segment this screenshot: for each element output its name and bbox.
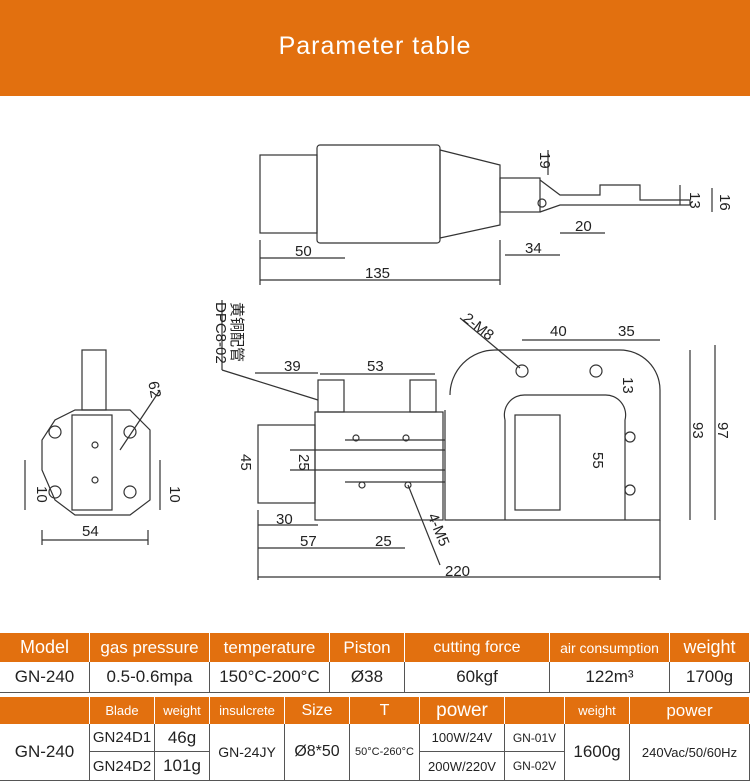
svg-text:93: 93 (689, 422, 706, 439)
td-power-1: 100W/24V (420, 724, 505, 752)
th-model: Model (0, 633, 90, 662)
td-gas-pressure: 0.5-0.6mpa (90, 662, 210, 693)
th-size: Size (285, 697, 350, 724)
td-piston: Ø38 (330, 662, 405, 693)
svg-text:16: 16 (716, 194, 733, 211)
svg-text:13: 13 (619, 377, 636, 394)
th-cutting-force: cutting force (405, 633, 550, 662)
svg-text:25: 25 (375, 533, 392, 550)
svg-text:35: 35 (618, 323, 635, 340)
parameter-table: Model gas pressure temperature Piston cu… (0, 633, 750, 693)
svg-text:135: 135 (365, 265, 390, 282)
td-model: GN-240 (0, 724, 90, 781)
td-supply: 240Vac/50/60Hz (630, 724, 750, 781)
td-blade-2: GN24D2 (90, 752, 155, 781)
th-weight: weight (670, 633, 750, 662)
th-gas-pressure: gas pressure (90, 633, 210, 662)
side-view: 62 10 10 54 (24, 349, 183, 545)
td-insulcrete: GN-24JY (210, 724, 285, 781)
th-power: power (420, 697, 505, 724)
svg-text:57: 57 (300, 533, 317, 550)
svg-text:220: 220 (445, 563, 470, 580)
svg-text:45: 45 (237, 454, 254, 471)
svg-text:39: 39 (284, 358, 301, 375)
svg-text:黄铜配管: 黄铜配管 (228, 302, 245, 362)
svg-text:30: 30 (276, 511, 293, 528)
svg-text:20: 20 (575, 218, 592, 235)
td-air-consumption: 122m³ (550, 662, 670, 693)
td-cutting-force: 60kgf (405, 662, 550, 693)
svg-text:4-M5: 4-M5 (424, 511, 453, 549)
td-blade-1-weight: 46g (155, 724, 210, 752)
td-heater-1: GN-01V (505, 724, 565, 752)
svg-text:54: 54 (82, 523, 99, 540)
th-blade-weight: weight (155, 697, 210, 724)
svg-text:34: 34 (525, 240, 542, 257)
td-blade-2-weight: 101g (155, 752, 210, 781)
accessory-table: Blade weight insulcrete Size T power wei… (0, 697, 750, 781)
th-t: T (350, 697, 420, 724)
svg-text:10: 10 (166, 486, 183, 503)
td-weight: 1700g (670, 662, 750, 693)
td-heater-weight: 1600g (565, 724, 630, 781)
svg-text:2-M8: 2-M8 (460, 310, 497, 344)
td-model: GN-240 (0, 662, 90, 693)
th-heater-weight: weight (565, 697, 630, 724)
svg-text:53: 53 (367, 358, 384, 375)
svg-text:10: 10 (33, 486, 50, 503)
th-air-consumption: air consumption (550, 633, 670, 662)
svg-text:40: 40 (550, 323, 567, 340)
front-view: 39 53 2-M8 40 35 13 93 97 55 45 25 30 57… (212, 300, 731, 580)
svg-text:DPC8-02: DPC8-02 (212, 302, 229, 364)
td-temp: 50°C-260°C (350, 724, 420, 781)
td-blade-1: GN24D1 (90, 724, 155, 752)
top-view: 50 34 20 135 19 13 16 (259, 144, 733, 285)
th-blade: Blade (90, 697, 155, 724)
th-temperature: temperature (210, 633, 330, 662)
technical-drawing: 50 34 20 135 19 13 16 62 10 10 54 39 53 … (24, 144, 733, 580)
page-title: Parameter table (0, 0, 750, 96)
svg-text:97: 97 (714, 422, 731, 439)
svg-text:13: 13 (686, 192, 703, 209)
svg-text:50: 50 (295, 243, 312, 260)
td-power-2: 200W/220V (420, 752, 505, 781)
th-supply-power: power (630, 697, 750, 724)
svg-text:62: 62 (144, 380, 164, 399)
th-empty-2 (505, 697, 565, 724)
td-size: Ø8*50 (285, 724, 350, 781)
th-insulcrete: insulcrete (210, 697, 285, 724)
svg-text:55: 55 (589, 452, 606, 469)
svg-text:25: 25 (295, 454, 312, 471)
td-temperature: 150°C-200°C (210, 662, 330, 693)
svg-text:19: 19 (536, 152, 553, 169)
td-heater-2: GN-02V (505, 752, 565, 781)
th-piston: Piston (330, 633, 405, 662)
th-empty (0, 697, 90, 724)
